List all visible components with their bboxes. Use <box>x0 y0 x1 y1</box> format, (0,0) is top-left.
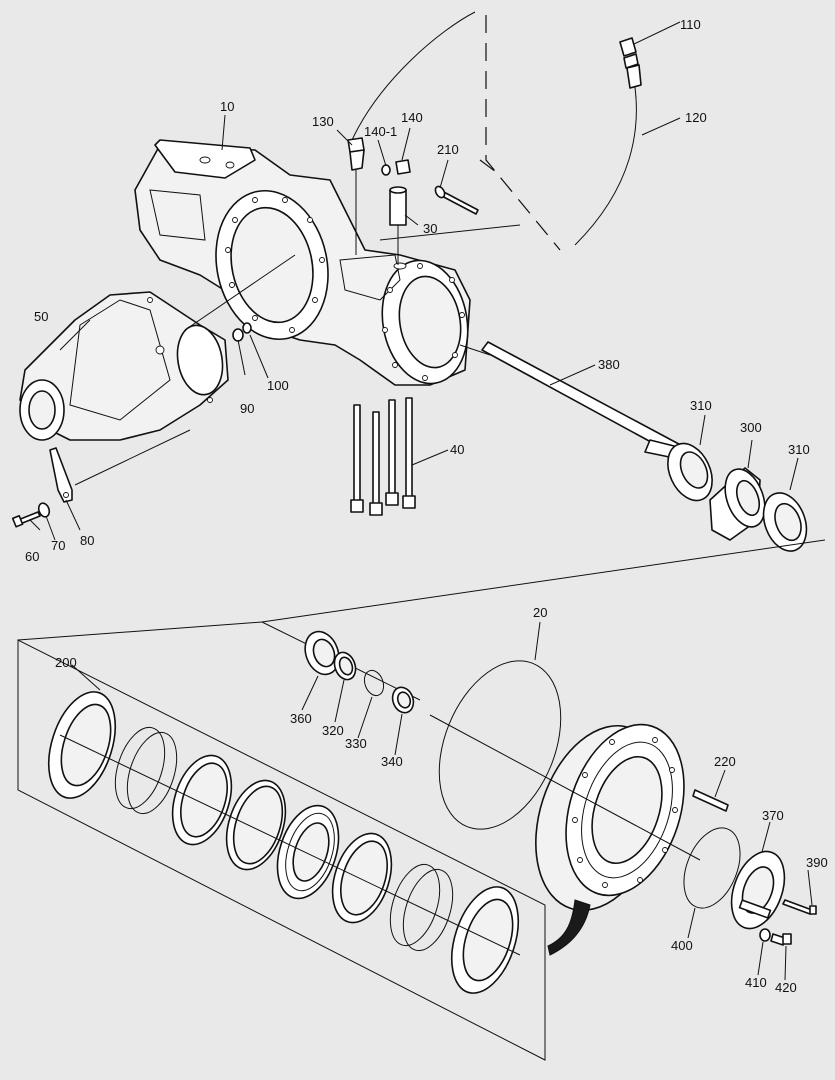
label-100: 100 <box>267 378 289 393</box>
bolt-420[interactable] <box>770 933 792 946</box>
axle-housing[interactable] <box>134 139 477 390</box>
label-60: 60 <box>25 549 39 564</box>
label-80: 80 <box>80 533 94 548</box>
o-ring-400[interactable] <box>673 820 751 917</box>
lower-leader-lines <box>71 621 813 981</box>
long-bolts[interactable] <box>350 397 416 516</box>
bolt-390[interactable] <box>782 899 817 915</box>
label-400: 400 <box>671 938 693 953</box>
washer-410[interactable] <box>759 928 771 942</box>
label-220: 220 <box>714 754 736 769</box>
label-40: 40 <box>450 442 464 457</box>
bolt-60[interactable] <box>11 511 41 528</box>
label-120: 120 <box>685 110 707 125</box>
pin-30[interactable] <box>389 186 407 226</box>
label-340: 340 <box>381 754 403 769</box>
differential-carrier[interactable] <box>19 291 229 441</box>
label-70: 70 <box>51 538 65 553</box>
ring-320[interactable] <box>331 649 359 682</box>
ring-100[interactable] <box>242 322 252 334</box>
label-380: 380 <box>598 357 620 372</box>
part-labels: 10 130 140-1 140 210 30 110 120 50 100 9… <box>25 17 828 995</box>
ring-340[interactable] <box>389 684 417 715</box>
brake-pack-frame <box>17 621 546 1061</box>
label-390: 390 <box>806 855 828 870</box>
label-110: 110 <box>680 17 701 32</box>
label-90: 90 <box>240 401 254 416</box>
plug-90[interactable] <box>232 328 244 342</box>
label-310-b: 310 <box>788 442 810 457</box>
label-200: 200 <box>55 655 77 670</box>
upper-leader-lines <box>29 21 826 701</box>
label-30: 30 <box>423 221 437 236</box>
axle-shaft[interactable] <box>481 341 691 461</box>
stud-220[interactable] <box>692 789 729 812</box>
snap-ring-330[interactable] <box>361 668 387 699</box>
label-320: 320 <box>322 723 344 738</box>
wheel-hub[interactable] <box>514 709 705 956</box>
elbow-140[interactable] <box>381 159 411 176</box>
label-300: 300 <box>740 420 762 435</box>
label-370: 370 <box>762 808 784 823</box>
label-310-a: 310 <box>690 398 712 413</box>
label-330: 330 <box>345 736 367 751</box>
bearing-310-a[interactable] <box>659 436 721 507</box>
breather-hose[interactable] <box>347 11 476 171</box>
bracket[interactable] <box>49 447 73 503</box>
label-130: 130 <box>312 114 334 129</box>
hub-300[interactable] <box>709 464 772 541</box>
label-420: 420 <box>775 980 797 995</box>
o-ring-20[interactable] <box>416 643 584 847</box>
label-50: 50 <box>34 309 48 324</box>
label-210: 210 <box>437 142 459 157</box>
brake-pack[interactable] <box>36 683 530 1001</box>
fitting-110[interactable] <box>619 37 639 69</box>
bearing-310-b[interactable] <box>756 487 814 557</box>
label-410: 410 <box>745 975 767 990</box>
label-10: 10 <box>220 99 234 114</box>
label-140: 140 <box>401 110 423 125</box>
seal-360[interactable] <box>299 627 344 679</box>
label-360: 360 <box>290 711 312 726</box>
label-140-1: 140-1 <box>364 124 397 139</box>
bolt-210[interactable] <box>434 185 479 215</box>
assembly-paths <box>479 15 561 251</box>
hose-120[interactable] <box>574 64 642 246</box>
end-cover-370[interactable] <box>722 844 794 936</box>
label-20: 20 <box>533 605 547 620</box>
